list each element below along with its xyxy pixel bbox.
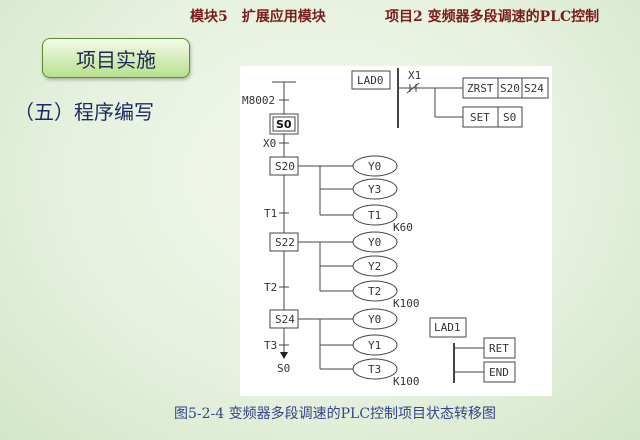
section-subtitle: （五）程序编写 [14,100,154,124]
lad0-label: LAD0 [357,74,384,87]
transition-t2: T2 [264,281,277,294]
zrst-instruction: ZRST [467,82,494,95]
coil: Y3 [368,183,381,196]
timer-coil: T1 [368,209,381,222]
timer-coil: T2 [368,285,381,298]
end-instruction: END [489,366,509,379]
ret-instruction: RET [489,342,509,355]
lad1-label: LAD1 [434,321,461,334]
module-title: 模块5 扩展应用模块 [190,9,326,25]
coil: Y0 [368,160,381,173]
jump-target: S0 [277,362,290,375]
transition-t3: T3 [264,339,277,352]
set-instruction: SET [470,111,490,124]
coil: Y2 [368,260,381,273]
timer-coil: T3 [368,363,381,376]
diagram-panel: M8002 S0 X0 S20 Y0 Y3 T1 K60 T1 S22 Y0 Y… [240,66,552,396]
init-step: S0 [276,118,292,131]
step-s22: S22 [275,236,295,249]
timer-constant: K60 [393,221,413,234]
step-s20: S20 [275,160,295,173]
zrst-operand: S20 [500,82,520,95]
project-implementation-button[interactable]: 项目实施 [42,38,190,78]
coil: Y0 [368,313,381,326]
init-condition: M8002 [242,94,275,107]
coil: Y0 [368,236,381,249]
transition-x0: X0 [263,137,276,150]
sfc-diagram: M8002 S0 X0 S20 Y0 Y3 T1 K60 T1 S22 Y0 Y… [242,68,549,388]
timer-constant: K100 [393,297,420,310]
nc-contact-icon [406,82,420,94]
step-s24: S24 [275,313,295,326]
contact-x1: X1 [408,69,421,82]
timer-constant: K100 [393,375,420,388]
jump-arrow-icon [280,352,288,359]
zrst-operand: S24 [524,82,544,95]
figure-caption: 图5-2-4 变频器多段调速的PLC控制项目状态转移图 [174,406,497,422]
set-operand: S0 [503,111,516,124]
project-title: 项目2 变频器多段调速的PLC控制 [385,9,600,25]
transition-t1: T1 [264,207,277,220]
coil: Y1 [368,339,381,352]
